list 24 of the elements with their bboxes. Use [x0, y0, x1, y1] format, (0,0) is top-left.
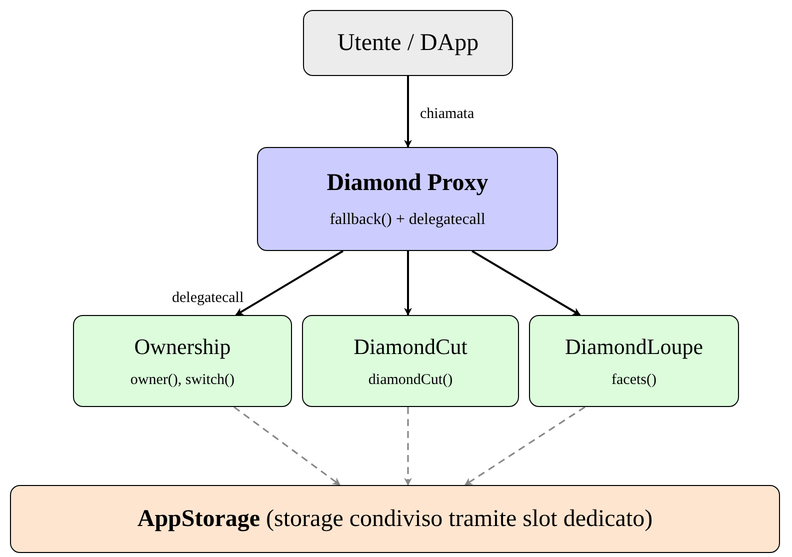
node-title: Diamond Proxy: [326, 170, 488, 196]
facet-box: [73, 315, 292, 407]
arrow: [235, 250, 344, 316]
facet-box: [529, 315, 739, 407]
dashed-arrow: [464, 406, 586, 486]
node-title: Ownership: [134, 334, 231, 360]
node-subtitle: diamondCut(): [368, 372, 453, 388]
arrow: [404, 251, 412, 316]
node-title: DiamondLoupe: [564, 334, 704, 360]
node-subtitle: fallback() + delegatecall: [330, 210, 486, 228]
edge-label: delegatecall: [170, 290, 246, 307]
arrow: [472, 250, 581, 316]
node-title: AppStorage (storage condiviso tramite slot dedicato): [137, 506, 653, 532]
user-box: [303, 10, 513, 76]
dashed-arrow: [404, 407, 412, 486]
facet-box: [302, 315, 519, 407]
storage-box: [10, 485, 780, 553]
node-subtitle: facets(): [612, 372, 656, 388]
arrow: [404, 76, 412, 148]
proxy-box: [257, 147, 558, 251]
node-title: Utente / DApp: [337, 30, 479, 56]
node-title: DiamondCut: [354, 334, 468, 360]
node-subtitle: owner(), switch(): [130, 372, 235, 388]
dashed-arrow: [234, 406, 341, 486]
